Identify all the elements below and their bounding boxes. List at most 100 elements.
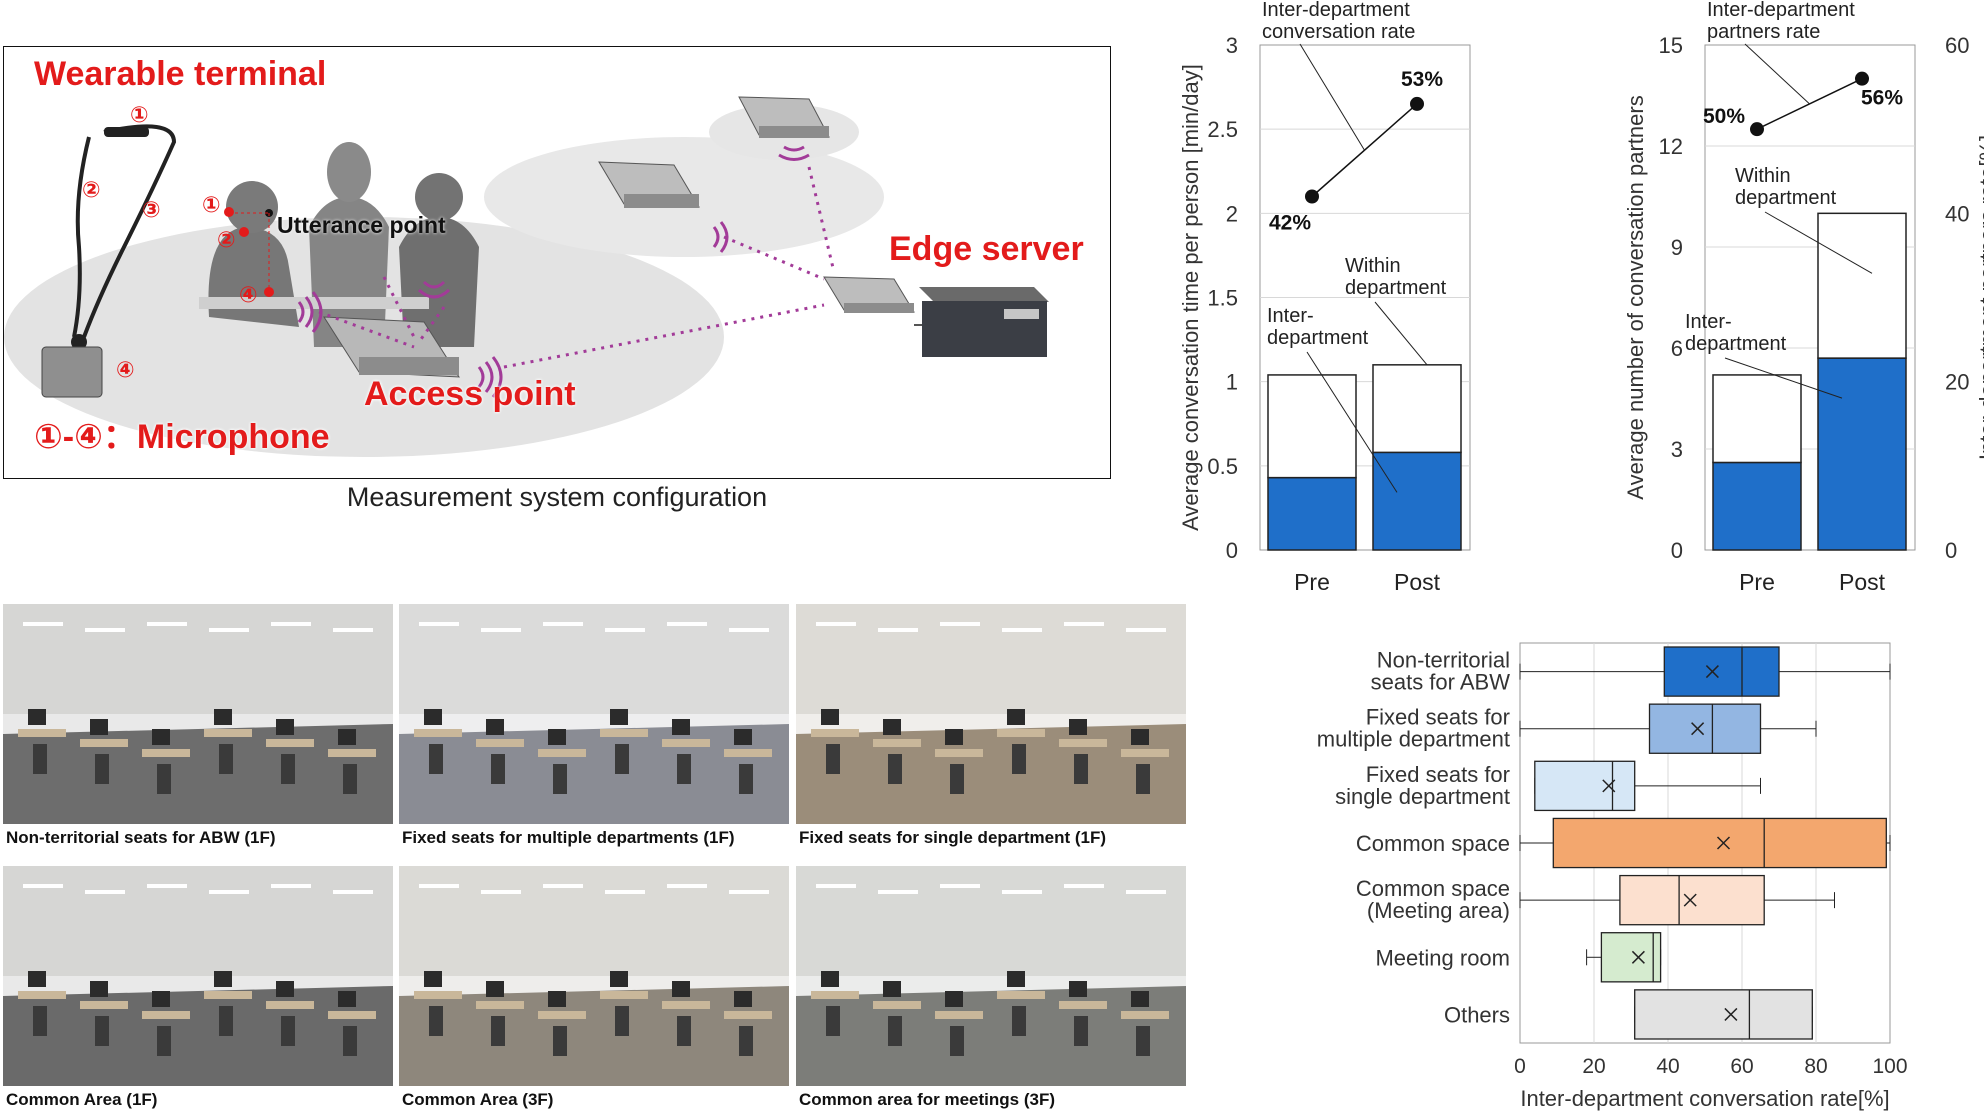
desk <box>724 1011 772 1019</box>
access-point-icon-middle <box>598 161 700 208</box>
ceiling <box>3 604 393 714</box>
monitor <box>1131 729 1149 745</box>
annotation-rate: Inter-department <box>1262 0 1410 21</box>
mic-marker-1-person: ① <box>202 192 221 217</box>
ceiling-light <box>333 628 373 632</box>
office-photo <box>399 604 789 824</box>
desk <box>414 991 462 999</box>
x-tick-label: Post <box>1394 569 1441 595</box>
ceiling-light <box>23 884 63 888</box>
utterance-point-label: Utterance point <box>277 212 446 238</box>
ceiling-light <box>333 890 373 894</box>
ceiling-light <box>85 890 125 894</box>
chair <box>950 764 964 794</box>
desk <box>1059 739 1107 747</box>
box <box>1534 760 1636 812</box>
monitor <box>1007 709 1025 725</box>
mean-marker <box>1631 950 1645 964</box>
annotation-inter: department <box>1685 333 1787 355</box>
ceiling-light <box>816 622 856 626</box>
edge-server-icon <box>914 287 1049 357</box>
chair <box>491 754 505 784</box>
ceiling-light <box>940 622 980 626</box>
category-label: single department <box>1335 784 1510 809</box>
chair <box>491 1016 505 1046</box>
annotation-rate: Inter-department <box>1707 0 1855 21</box>
rate-point <box>1305 189 1319 204</box>
monitor <box>1069 719 1087 735</box>
annotation-inter: Inter- <box>1685 311 1732 333</box>
chair <box>281 1016 295 1046</box>
chair <box>157 764 171 794</box>
mic-marker-1: ① <box>130 102 149 127</box>
bar-inter-department <box>1712 461 1802 551</box>
monitor <box>214 971 232 987</box>
system-caption: Measurement system configuration <box>346 482 768 512</box>
y-tick-label: 2.5 <box>1207 117 1238 142</box>
category-label: Common space <box>1356 831 1510 856</box>
bar-inter-department <box>1372 451 1462 551</box>
chair <box>1136 1026 1150 1056</box>
category-label: Fixed seats for <box>1366 705 1510 730</box>
access-point-label: Access point <box>364 375 576 413</box>
rate-label: 53% <box>1401 68 1443 91</box>
ceiling-light <box>729 890 769 894</box>
desk <box>600 991 648 999</box>
monitor <box>90 719 108 735</box>
y-tick-label: 12 <box>1659 134 1683 159</box>
desk <box>476 1001 524 1009</box>
photo-caption: Common Area (1F) <box>6 1090 158 1109</box>
annotation-within: department <box>1735 187 1837 209</box>
desk <box>328 1011 376 1019</box>
box <box>1619 874 1765 926</box>
bar-inter-department <box>1817 357 1907 551</box>
monitor <box>610 709 628 725</box>
ceiling-light <box>605 628 645 632</box>
floor <box>796 986 1186 1086</box>
chart-conversation-time: 00.511.522.530204060Average conversation… <box>1178 0 1471 595</box>
desk <box>18 991 66 999</box>
y-axis-label: Average number of conversation partners <box>1623 95 1648 499</box>
ceiling-light <box>1064 884 1104 888</box>
category-label: seats for ABW <box>1371 670 1511 695</box>
chair <box>615 744 629 774</box>
office-photo <box>3 866 393 1086</box>
chair <box>281 754 295 784</box>
desk <box>538 749 586 757</box>
monitor <box>28 971 46 987</box>
annotation-arrow <box>1306 351 1398 493</box>
chair <box>1012 1006 1026 1036</box>
monitor <box>276 981 294 997</box>
mean-marker <box>1691 722 1705 736</box>
desk <box>997 991 1045 999</box>
mean-marker <box>1724 1007 1738 1021</box>
monitor <box>548 991 566 1007</box>
chair <box>33 744 47 774</box>
bar-within-department <box>1267 374 1357 479</box>
chair <box>677 1016 691 1046</box>
ceiling-light <box>1064 622 1104 626</box>
annotation-within: Within <box>1735 165 1791 187</box>
category-label: (Meeting area) <box>1367 898 1510 923</box>
category-label: Meeting room <box>1375 945 1510 970</box>
floor <box>796 724 1186 824</box>
x-tick-label: Pre <box>1739 569 1775 595</box>
chair <box>739 1026 753 1056</box>
y-tick-label: 1.5 <box>1207 286 1238 311</box>
photo-caption: Common area for meetings (3F) <box>799 1090 1055 1109</box>
ceiling-light <box>543 622 583 626</box>
box <box>1552 817 1887 869</box>
mic-marker-2: ② <box>82 177 101 202</box>
y2-tick-label: 20 <box>1945 370 1969 395</box>
y2-axis-label: Inter-department partners rate[%] <box>1975 135 1984 460</box>
ceiling-light <box>878 890 918 894</box>
access-point-icon-far <box>738 96 830 138</box>
desk <box>414 729 462 737</box>
monitor <box>1069 981 1087 997</box>
ceiling <box>796 866 1186 976</box>
y-tick-label: 9 <box>1671 235 1683 260</box>
monitor <box>28 709 46 725</box>
annotation-arrow <box>1764 211 1873 274</box>
